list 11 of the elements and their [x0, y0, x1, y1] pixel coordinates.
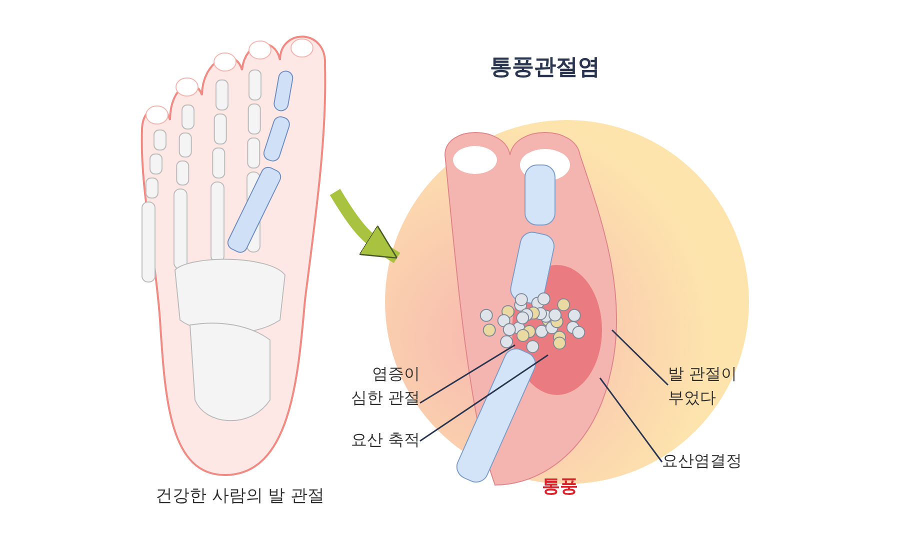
node-label: 통풍 [541, 475, 579, 498]
curved-arrow [330, 188, 400, 264]
leader-line [420, 354, 548, 442]
leader-line [611, 329, 669, 386]
leader-line [420, 344, 516, 404]
node-label: 건강한 사람의 발 관절 [154, 485, 326, 507]
callout-label: 요산염결정 [662, 449, 762, 473]
callout-label: 발 관절이 부었다 [668, 362, 752, 410]
callout-label: 염증이 심한 관절 [336, 362, 420, 410]
title: 통풍관절염 [489, 54, 601, 82]
callout-label: 요산 축적 [330, 428, 420, 452]
